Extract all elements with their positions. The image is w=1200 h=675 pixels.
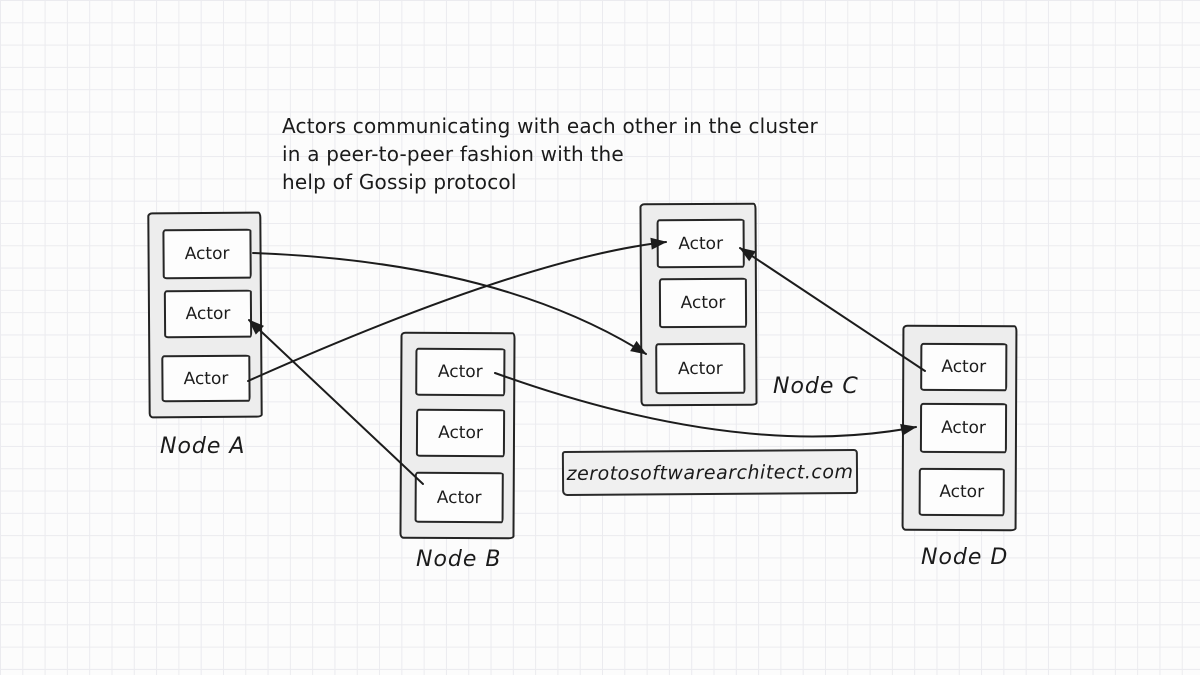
node-a-actor-2: Actor: [163, 289, 253, 339]
edge-nodeD-actor1-to-nodeC-actor1: [739, 247, 926, 372]
node-a-container: Actor Actor Actor: [147, 211, 263, 419]
title-line-3: help of Gossip protocol: [282, 170, 517, 194]
title-line-2: in a peer-to-peer fashion with the: [282, 142, 624, 166]
node-d-actor-1: Actor: [920, 342, 1008, 392]
node-b-container: Actor Actor Actor: [399, 331, 516, 540]
node-d-actor-2: Actor: [919, 402, 1008, 454]
edge-nodeB-actor3-to-nodeA-actor2: [248, 319, 424, 485]
node-a-actor-1: Actor: [162, 228, 252, 280]
title-line-1: Actors communicating with each other in …: [282, 114, 818, 138]
node-c-actor-2: Actor: [658, 277, 748, 329]
node-d-container: Actor Actor Actor: [901, 324, 1018, 532]
watermark-box: zerotosoftwarearchitect.com: [561, 448, 859, 497]
node-a-actor-3: Actor: [161, 354, 251, 403]
node-d-label: Node D: [921, 545, 1009, 570]
node-a-label: Node A: [160, 434, 246, 459]
node-c-label: Node C: [773, 374, 859, 399]
watermark-text: zerotosoftwarearchitect.com: [566, 460, 854, 485]
node-b-label: Node B: [416, 547, 502, 572]
node-b-actor-1: Actor: [415, 347, 506, 397]
node-c-actor-1: Actor: [656, 218, 745, 269]
node-d-actor-3: Actor: [918, 467, 1005, 517]
diagram-title: Actors communicating with each other in …: [282, 112, 818, 196]
node-b-actor-3: Actor: [414, 471, 504, 524]
node-c-actor-3: Actor: [655, 342, 746, 395]
node-c-container: Actor Actor Actor: [639, 202, 758, 407]
node-b-actor-2: Actor: [415, 408, 506, 458]
